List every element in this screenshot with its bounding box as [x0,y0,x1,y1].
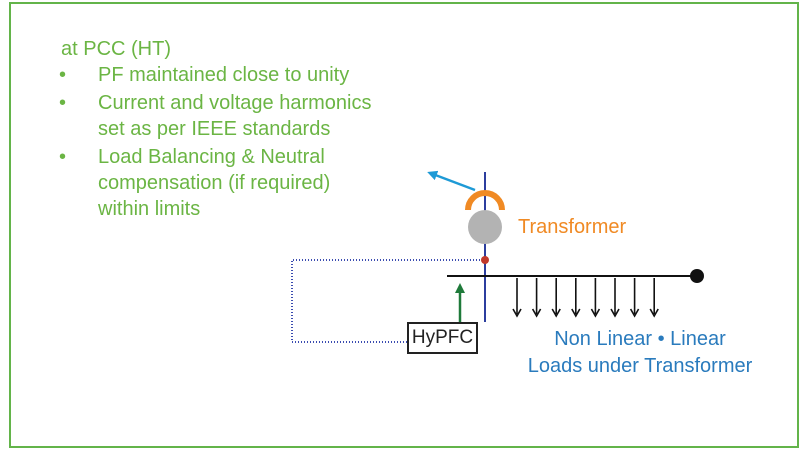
pcc-junction-dot [481,256,489,264]
loads-group [512,278,659,318]
load-arrow-down-icon [512,278,522,318]
loads-label-line2: Loads under Transformer [527,355,753,377]
bullet-dot: • [59,92,67,114]
arrow-up-left-icon [427,170,476,192]
bullet-line: PF maintained close to unity [98,64,350,86]
bullet-dot: • [59,146,67,168]
bullet-dot: • [59,64,67,86]
bullet-line: set as per IEEE standards [98,118,331,140]
hypfc-label: HyPFC [411,327,474,348]
load-arrow-down-icon [571,278,581,318]
load-arrow-down-icon [649,278,659,318]
transformer-symbol-icon [465,190,505,244]
bullet-line: compensation (if required) [98,172,331,194]
hypfc-sense-line [291,259,483,343]
bullet-item: • Current and voltage harmonics set as p… [59,90,371,142]
load-arrow-down-icon [590,278,601,318]
bullet-line: Load Balancing & Neutral [98,146,325,168]
bullet-item: • PF maintained close to unity [59,62,371,88]
loads-label: Non Linear • Linear Loads under Transfor… [510,326,770,380]
load-arrow-down-icon [551,278,561,318]
bullet-line: within limits [98,198,201,220]
load-arrow-down-icon [531,278,542,318]
transformer-label: Transformer [518,216,627,238]
pcc-heading: at PCC (HT) [61,38,171,60]
loads-label-line1: Non Linear • Linear [554,328,726,350]
busbar-end-node [690,269,704,283]
load-arrow-down-icon [629,278,640,318]
bullet-line: Current and voltage harmonics [98,92,372,114]
load-arrow-down-icon [610,278,620,318]
diagram-frame [9,2,799,448]
hypfc-box: HyPFC [407,322,478,354]
pcc-benefits-list: • PF maintained close to unity • Current… [59,62,371,222]
bullet-item: • Load Balancing & Neutral compensation … [59,144,371,222]
